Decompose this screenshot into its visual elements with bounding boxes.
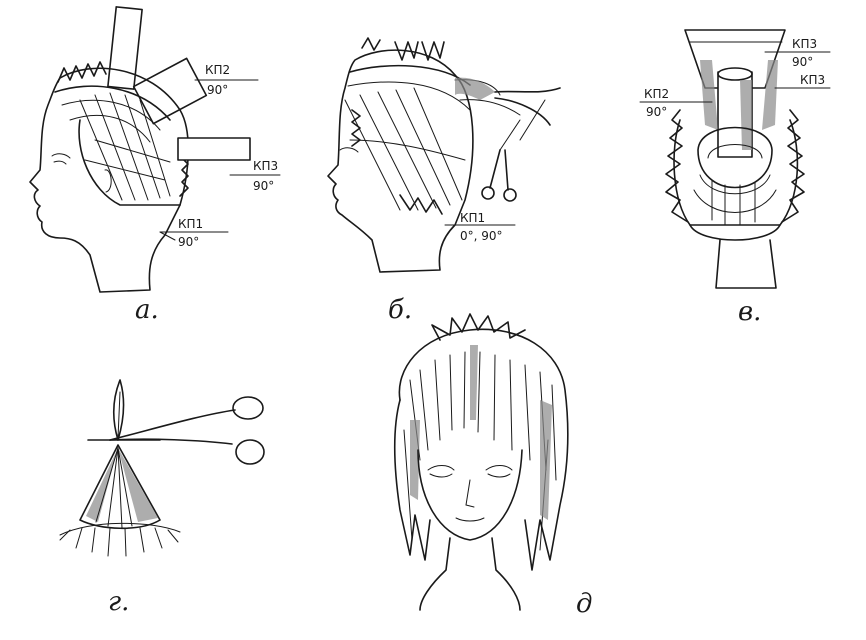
label-a-kp2-angle: 90° [207, 83, 228, 97]
caption-b: б. [388, 295, 412, 325]
caption-a: а. [135, 295, 159, 325]
caption-g: г. [108, 587, 129, 617]
panel-d-finished-haircut [393, 313, 569, 611]
label-v-kp2: КП2 [644, 87, 669, 101]
panel-g-strand-cut-detail [59, 379, 265, 557]
panel-v-head-back-view [639, 29, 831, 289]
caption-v: в. [738, 297, 761, 327]
label-a-kp3-angle: 90° [253, 179, 274, 193]
label-a-kp1-angle: 90° [178, 235, 199, 249]
caption-d: д [576, 589, 592, 619]
label-v-kp2-angle: 90° [646, 105, 667, 119]
label-a-kp1: КП1 [178, 217, 203, 231]
label-b-kp1: КП1 [460, 211, 485, 225]
label-b-kp1-angle: 0°, 90° [460, 229, 503, 243]
panel-b-head-with-scissors [327, 37, 561, 273]
label-v-kp3-lower: КП3 [800, 73, 825, 87]
label-a-kp3: КП3 [253, 159, 278, 173]
panel-a-head-side-view [29, 6, 281, 293]
label-v-kp3-top-angle: 90° [792, 55, 813, 69]
label-v-kp3-top: КП3 [792, 37, 817, 51]
label-a-kp2: КП2 [205, 63, 230, 77]
